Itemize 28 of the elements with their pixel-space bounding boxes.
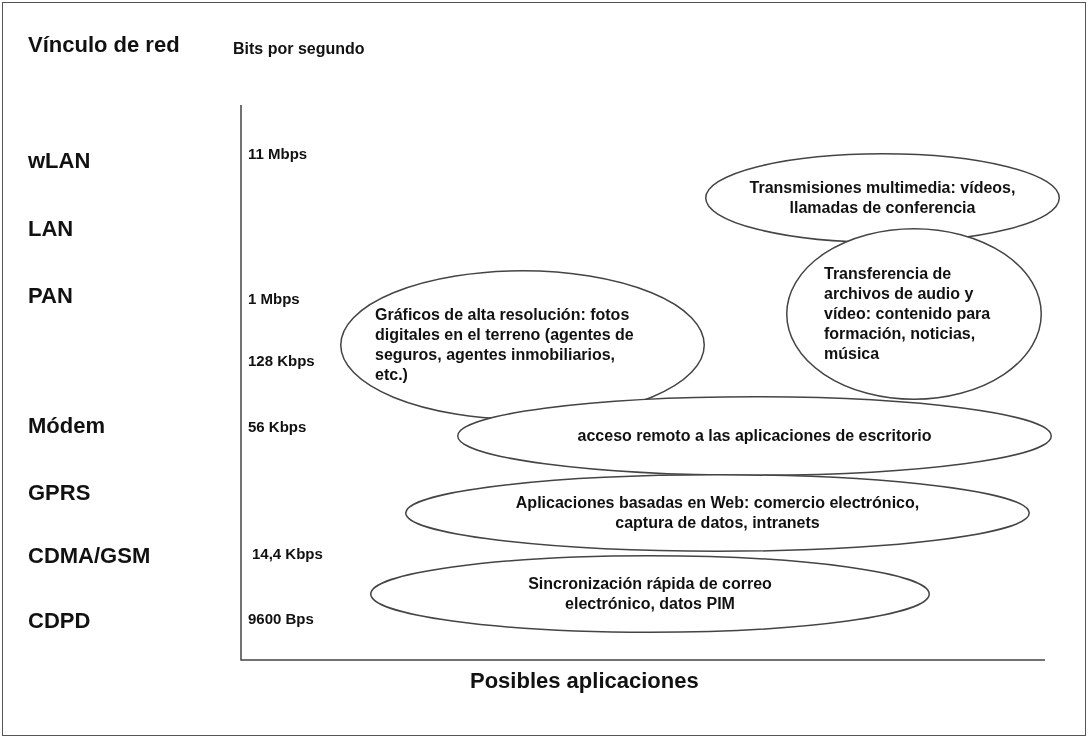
- speed-label: 1 Mbps: [248, 290, 300, 307]
- network-label: Módem: [28, 413, 105, 439]
- network-label: LAN: [28, 216, 74, 242]
- application-text: Sincronización rápida de correo electrónico, datos PIM: [527, 574, 773, 614]
- application-text: Gráficos de alta resolución: fotos digitales en el terreno (agentes de seguros, agentes inmobiliarios, etc.): [375, 305, 635, 385]
- axis-title: Vínculo de red: [28, 32, 180, 58]
- speed-label: 56 Kbps: [248, 418, 307, 435]
- network-label: PAN: [28, 283, 73, 309]
- network-label: CDPD: [28, 608, 91, 634]
- application-ellipse: [786, 228, 1042, 400]
- application-ellipse: [705, 153, 1060, 243]
- speed-label: 9600 Bps: [248, 610, 314, 627]
- axis-title: Posibles aplicaciones: [470, 668, 699, 694]
- application-text: Transferencia de archivos de audio y vídeo: contenido para formación, noticias, música: [824, 264, 992, 364]
- application-ellipse: [405, 474, 1030, 552]
- network-label: CDMA/GSM: [28, 543, 151, 569]
- application-ellipse: [370, 555, 930, 633]
- application-text: Aplicaciones basadas en Web: comercio electrónico, captura de datos, intranets: [514, 493, 921, 533]
- application-ellipse: [340, 270, 705, 420]
- network-label: wLAN: [28, 148, 91, 174]
- speed-label: 128 Kbps: [248, 352, 315, 369]
- axis-title: Bits por segundo: [233, 40, 365, 58]
- speed-label: 11 Mbps: [248, 145, 308, 162]
- speed-label: 14,4 Kbps: [252, 545, 323, 562]
- application-text: Transmisiones multimedia: vídeos, llamadas de conferencia: [748, 178, 1017, 218]
- network-label: GPRS: [28, 480, 91, 506]
- application-text: acceso remoto a las aplicaciones de escritorio: [576, 426, 933, 446]
- application-ellipse: [457, 396, 1052, 476]
